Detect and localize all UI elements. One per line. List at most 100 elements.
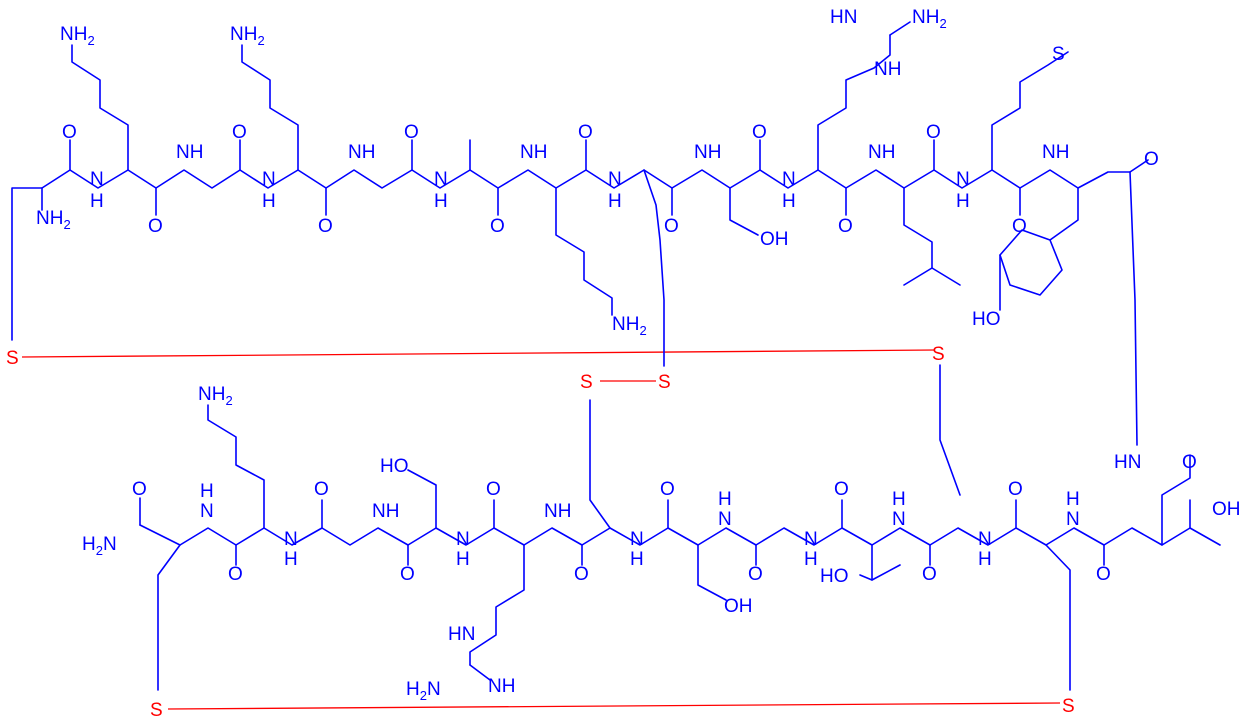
label-nh-1: NH: [176, 142, 203, 163]
label-o-7: O: [578, 122, 593, 143]
label-nh-guanidine-1: NH: [874, 59, 901, 80]
label-bo-c: O: [132, 479, 147, 500]
label-bn-9: N: [892, 509, 906, 530]
label-bo-10: O: [1008, 479, 1023, 500]
disulfide-bond-1: [21, 349, 936, 358]
label-h2n-c-term: H2N: [82, 534, 117, 558]
label-bo-11: O: [1096, 564, 1111, 585]
cys4-sidechain: [157, 544, 181, 691]
label-bnh-5: NH: [544, 501, 571, 522]
label-s-3: S: [580, 372, 593, 393]
label-hn-guanidine-1: HN: [830, 7, 857, 28]
label-nh-4: NH: [694, 142, 721, 163]
arg1-sidechain: [817, 34, 891, 171]
label-o-12: O: [1012, 216, 1027, 237]
label-ho-tyr: HO: [972, 309, 1001, 330]
label-h-5: H: [782, 191, 796, 212]
label-bh-6: H: [630, 549, 644, 570]
top-chain-backbone: [11, 21, 1149, 496]
atom-labels: NH2 NH2 NH2 O O O O O O O O O O O O O N …: [6, 7, 1241, 721]
label-n-2: N: [262, 169, 276, 190]
label-nh-2: NH: [348, 142, 375, 163]
thr-oh-bond: [859, 574, 873, 581]
label-n-3: N: [434, 169, 448, 190]
label-bh-1: H: [200, 481, 214, 502]
label-oh-1: OH: [760, 229, 789, 250]
label-bo-2: O: [314, 479, 329, 500]
label-bn-8: N: [804, 529, 818, 550]
label-bnh-3: NH: [372, 501, 399, 522]
arg1-guanidine: [889, 21, 911, 36]
label-bo-9: O: [922, 564, 937, 585]
label-bo-8: O: [834, 479, 849, 500]
label-nh-3: NH: [520, 142, 547, 163]
label-nh2-guanidine-1: NH2: [912, 7, 947, 31]
label-h-1: H: [90, 191, 104, 212]
label-bh-4: H: [456, 549, 470, 570]
label-nh-guanidine-2: NH: [488, 676, 515, 697]
label-o-6: O: [490, 216, 505, 237]
label-o-11: O: [926, 122, 941, 143]
cys5-sidechain: [589, 399, 611, 529]
label-bh-8: H: [804, 549, 818, 570]
arg2-guanidine: [469, 664, 491, 681]
tyr-ring: [999, 229, 1063, 296]
leu-sidechain: [903, 187, 933, 286]
label-bo-3: O: [400, 564, 415, 585]
label-n-5: N: [782, 169, 796, 190]
label-bn-6: N: [630, 529, 644, 550]
label-h2n-guanidine-2: H2N: [406, 679, 441, 703]
co-13: [1129, 159, 1149, 173]
cys3-sidechain: [939, 364, 961, 496]
label-h-2: H: [262, 191, 276, 212]
label-n-4: N: [608, 169, 622, 190]
label-h-4: H: [608, 191, 622, 212]
arg2-sidechain: [469, 544, 525, 666]
cys1-sidechain: [11, 187, 43, 341]
label-s-5: S: [150, 700, 163, 721]
label-bn-1: N: [200, 501, 214, 522]
label-hn-guanidine-2: HN: [448, 624, 475, 645]
label-bo-5: O: [574, 564, 589, 585]
lys2-sidechain: [241, 44, 299, 171]
label-nh2-4: NH2: [198, 384, 233, 408]
disulfide-bond-3: [167, 702, 1061, 710]
label-bo-7: O: [748, 564, 763, 585]
label-bn-7: N: [718, 509, 732, 530]
ser3-sidechain: [697, 544, 727, 601]
label-ho-ser2: HO: [380, 456, 409, 477]
label-bo-4: O: [486, 479, 501, 500]
label-bo-6: O: [660, 479, 675, 500]
cys2-sidechain: [643, 169, 665, 367]
label-o-5: O: [404, 122, 419, 143]
label-nh2-2: NH2: [230, 24, 265, 48]
label-o-13: O: [1144, 149, 1159, 170]
label-bh-7: H: [718, 489, 732, 510]
label-s-1: S: [6, 348, 19, 369]
ser2-sidechain: [407, 469, 437, 529]
bottom-chain-backbone: [139, 399, 1221, 691]
label-bn-4: N: [456, 529, 470, 550]
label-bn-11: N: [1066, 509, 1080, 530]
label-s-met: S: [1052, 44, 1065, 65]
label-o-4: O: [318, 216, 333, 237]
label-bh-9: H: [892, 489, 906, 510]
cys6-sidechain: [1045, 544, 1071, 691]
ser1-sidechain: [729, 187, 759, 236]
lys4-sidechain: [207, 404, 265, 529]
leu-branch: [931, 267, 961, 286]
bottom-backbone-zigzag: [139, 524, 1221, 546]
cyclic-linker: [1129, 171, 1138, 446]
label-o-2: O: [148, 216, 163, 237]
label-o-8: O: [664, 216, 679, 237]
label-nh-5: NH: [868, 142, 895, 163]
label-o-1: O: [62, 122, 77, 143]
label-o-asp: O: [1182, 452, 1197, 473]
label-n-1: N: [90, 169, 104, 190]
label-bh-11: H: [1066, 489, 1080, 510]
label-h-3: H: [434, 191, 448, 212]
label-bn-10: N: [978, 529, 992, 550]
label-s-2: S: [658, 372, 671, 393]
label-oh-ser3: OH: [724, 596, 753, 617]
